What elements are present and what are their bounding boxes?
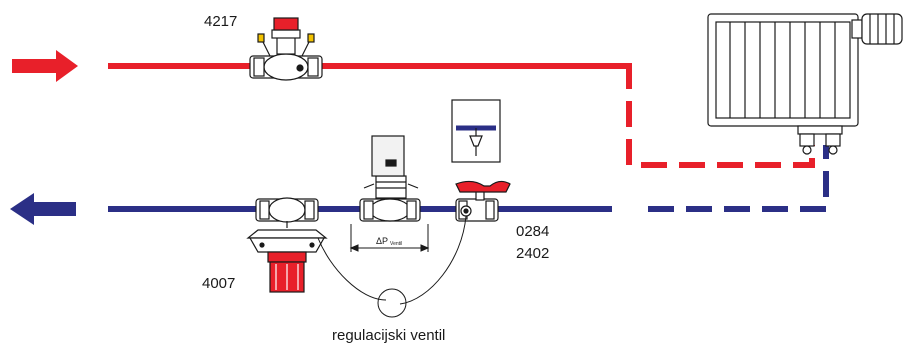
delta-p-subscript: Ventil (390, 241, 402, 247)
control-valve-actuator (359, 135, 421, 222)
radiator-icon (707, 13, 859, 155)
control-valve-caption: regulacijski ventil (332, 327, 446, 344)
return-arrow-icon (10, 193, 76, 225)
valve-label-0284: 0284 (516, 223, 550, 240)
measurement-inset (451, 99, 501, 163)
ball-valve-0284 (455, 180, 511, 222)
balancing-valve-4217 (249, 17, 323, 81)
valve-label-2402: 2402 (516, 245, 550, 262)
delta-p-symbol: ΔP (376, 236, 388, 246)
thermostatic-head-icon (851, 13, 903, 45)
valve-label-4217: 4217 (204, 13, 238, 30)
return-line (10, 145, 829, 225)
delta-p-bracket (349, 224, 430, 252)
valve-label-4007: 4007 (202, 275, 236, 292)
capillary-tube (317, 215, 467, 318)
supply-arrow-icon (12, 50, 78, 82)
pressure-valve-4007 (246, 197, 328, 293)
supply-line (12, 50, 815, 168)
